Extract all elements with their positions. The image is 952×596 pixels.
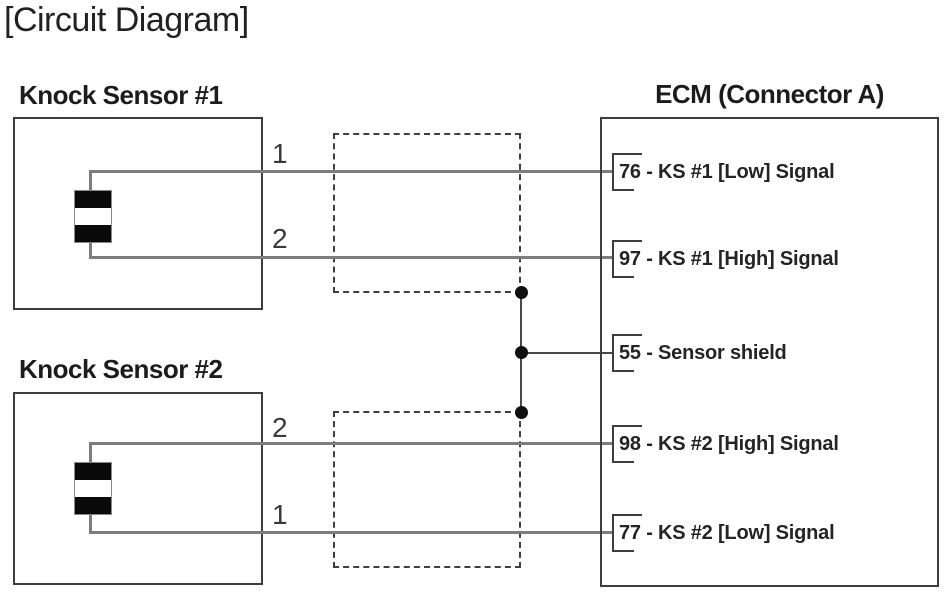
piezo-plate-top — [75, 463, 111, 480]
pin-label-55: 55 - Sensor shield — [619, 342, 787, 364]
pin-bracket-icon — [612, 334, 642, 372]
ks1-element-lead-top — [89, 170, 92, 192]
knock-sensor-2-box — [13, 392, 263, 585]
ks1-wire-number-top: 1 — [272, 138, 288, 169]
ks2-element-lead-top — [89, 442, 92, 464]
shield-junction-dot-bottom — [515, 406, 528, 419]
ks1-piezo-element-icon — [74, 190, 112, 243]
ecm-pin-row-76: 76 - KS #1 [Low] Signal — [612, 153, 934, 191]
pin-bracket-icon — [612, 240, 642, 278]
knock-sensor-1-box — [13, 117, 263, 310]
shield-junction-dot-top — [515, 286, 528, 299]
pin-label-98: 98 - KS #2 [High] Signal — [619, 433, 839, 455]
wire-ks1-pin2-to-ecm97 — [89, 256, 613, 259]
pin-label-97: 97 - KS #1 [High] Signal — [619, 248, 839, 270]
pin-bracket-icon — [612, 425, 642, 463]
wire-ks2-pin1-to-ecm77 — [89, 531, 613, 534]
ks1-wire-number-bottom: 2 — [272, 223, 288, 254]
ecm-title: ECM (Connector A) — [655, 79, 884, 109]
wire-ks2-pin2-to-ecm98 — [89, 442, 613, 445]
wire-ks1-pin1-to-ecm76 — [89, 170, 613, 173]
ecm-pin-row-98: 98 - KS #2 [High] Signal — [612, 425, 934, 463]
pin-label-77: 77 - KS #2 [Low] Signal — [619, 522, 835, 544]
ks2-wire-number-bottom: 1 — [272, 499, 288, 530]
ks2-element-lead-bottom — [89, 513, 92, 534]
knock-sensor-2-title: Knock Sensor #2 — [19, 354, 223, 384]
knock-sensor-1-title: Knock Sensor #1 — [19, 80, 223, 110]
page-title: [Circuit Diagram] — [4, 1, 249, 39]
ecm-pin-row-77: 77 - KS #2 [Low] Signal — [612, 514, 934, 552]
piezo-plate-top — [75, 191, 111, 208]
ecm-pin-row-97: 97 - KS #1 [High] Signal — [612, 240, 934, 278]
pin-bracket-icon — [612, 153, 642, 191]
shield-dashed-box-1 — [333, 133, 521, 293]
pin-bracket-icon — [612, 514, 642, 552]
piezo-plate-bottom — [75, 497, 111, 514]
ecm-box — [600, 117, 939, 587]
ks2-wire-number-top: 2 — [272, 412, 288, 443]
ecm-pin-row-55: 55 - Sensor shield — [612, 334, 934, 372]
pin-label-76: 76 - KS #1 [Low] Signal — [619, 161, 835, 183]
shield-dashed-box-2 — [333, 411, 521, 568]
shield-wire-to-ecm55 — [521, 352, 613, 354]
ks1-element-lead-bottom — [89, 240, 92, 259]
ks2-piezo-element-icon — [74, 462, 112, 515]
shield-junction-dot-middle — [515, 346, 528, 359]
piezo-plate-bottom — [75, 225, 111, 242]
